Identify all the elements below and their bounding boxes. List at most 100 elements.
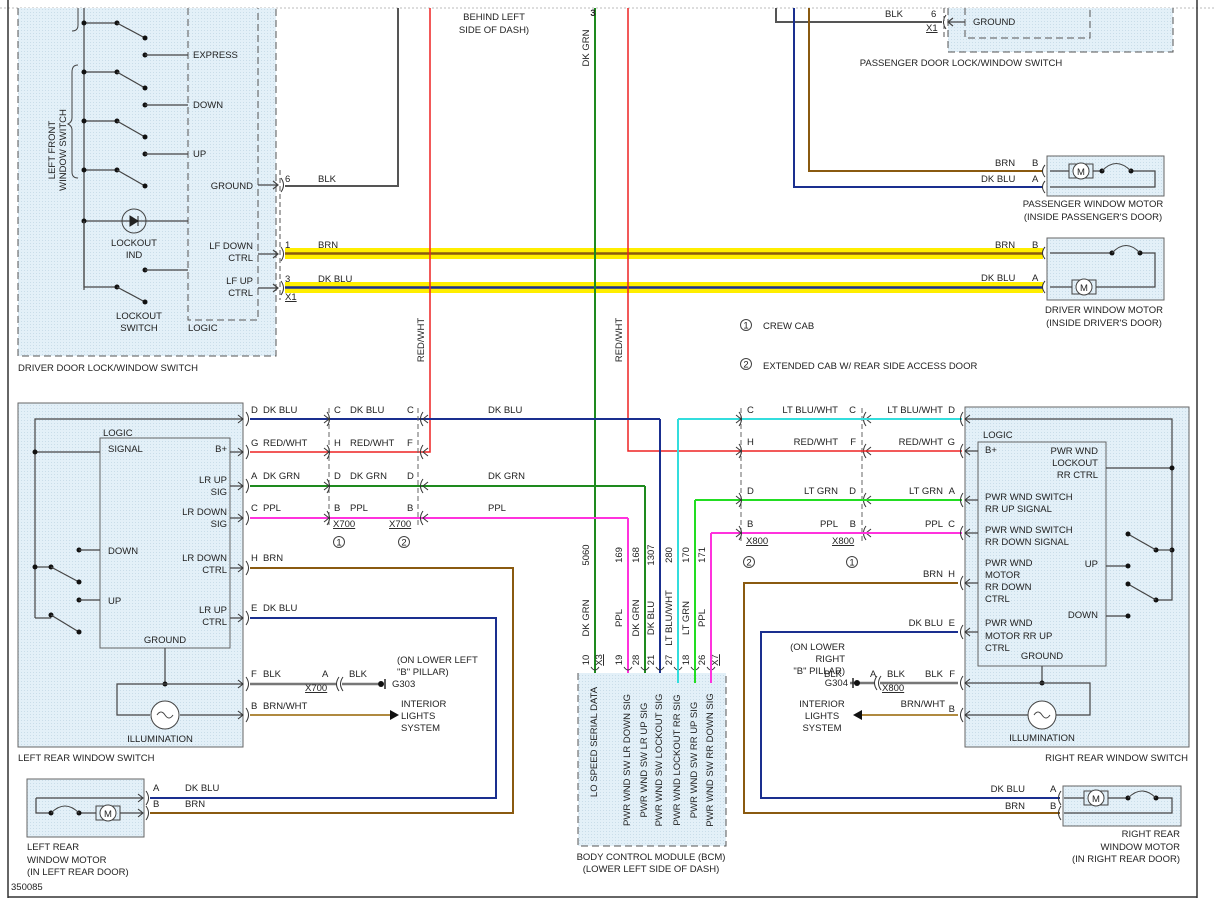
- lockout-ind-label-1: LOCKOUT: [111, 238, 157, 249]
- x800-ground-pin-a: A: [870, 669, 877, 680]
- lr-pin-b: B: [251, 701, 257, 712]
- rr-wire-dk-blu: DK BLU: [909, 618, 943, 629]
- dm-brn-label: BRN: [995, 240, 1015, 251]
- bcm-pin-number: 26: [697, 655, 708, 666]
- x700-label-ext: X700: [389, 519, 411, 530]
- bcm-pin-number: 10: [581, 655, 592, 666]
- driver-door-switch: LEFT FRONT WINDOW SWITCH EXPRESS DOWN UP…: [17, 8, 284, 374]
- x700-ext-pin-b: B: [407, 503, 413, 514]
- interior-right-2: LIGHTS: [805, 711, 839, 722]
- rr-up-label: UP: [1085, 559, 1098, 570]
- left-rear-window-switch: LOGIC SIGNAL B+ LR UP SIG LR DOWN SIG LR…: [17, 402, 249, 764]
- x700-ext-pin-d: D: [407, 471, 414, 482]
- interior-right-3: SYSTEM: [802, 723, 841, 734]
- rrm-pin-a: A: [1050, 784, 1057, 795]
- bcm-connector-label: X7: [710, 654, 721, 666]
- pin-1: 1: [285, 240, 290, 251]
- bcm-wire-color: LT BLU/WHT: [664, 590, 675, 646]
- bcm-wire-color: DK GRN: [581, 599, 592, 636]
- x700-wire-ppl: PPL: [350, 503, 368, 514]
- lockout-indicator-led-icon: [121, 208, 147, 234]
- rr-pin-f: F: [949, 669, 955, 680]
- rr-motor-up-3: CTRL: [985, 643, 1010, 654]
- rr-wire-brn-wht: BRN/WHT: [901, 699, 946, 710]
- bcm-wire-color: PPL: [697, 609, 708, 627]
- g304-blk-label-right: BLK: [887, 669, 906, 680]
- rr-down-sig-2: RR DOWN SIGNAL: [985, 537, 1069, 548]
- motor-icon: [99, 804, 117, 822]
- rr-motor-down-1: PWR WND: [985, 558, 1033, 569]
- lr-wire-dk-grn: DK GRN: [263, 471, 300, 482]
- pin-6: 6: [285, 174, 290, 185]
- bcm-wire-color: DK BLU: [646, 601, 657, 635]
- x800-wire-lt-grn: LT GRN: [804, 486, 838, 497]
- x700-ext-pin-c: C: [407, 405, 414, 416]
- wire-lr-brn-motor[interactable]: [150, 567, 514, 814]
- left-rear-switch-pins: D DK BLU G RED/WHT A DK GRN C PPL H BRN …: [251, 405, 308, 712]
- pm-pin-b: B: [1032, 158, 1038, 169]
- rr-lockout-1: PWR WND: [1051, 446, 1099, 457]
- rr-up-sig-1: PWR WND SWITCH: [985, 492, 1073, 503]
- rr-wire-red-wht: RED/WHT: [899, 437, 944, 448]
- passenger-blk-label: BLK: [885, 9, 904, 20]
- wire-rr-brn-motor[interactable]: [743, 582, 1060, 814]
- left-front-window-switch-label-1: LEFT FRONT: [47, 121, 58, 180]
- motor-symbol: M: [1080, 283, 1088, 294]
- lr-wire-blk: BLK: [263, 669, 282, 680]
- lockout-switch-label-1: LOCKOUT: [116, 311, 162, 322]
- lockout-switch-label-2: SWITCH: [120, 323, 158, 334]
- wire-blk-ground[interactable]: [285, 8, 399, 187]
- bcm-pin-terminal: [655, 666, 665, 671]
- g304-location-3: "B" PILLAR): [793, 666, 845, 677]
- rrm-dk-blu: DK BLU: [991, 784, 1025, 795]
- right-rear-switch-pins: D LT BLU/WHT G RED/WHT A LT GRN C PPL H …: [887, 405, 955, 715]
- rr-logic-label: LOGIC: [983, 430, 1013, 441]
- x800-wire-red-wht: RED/WHT: [794, 437, 839, 448]
- wire-rr-dk-blu-motor[interactable]: [760, 631, 1060, 799]
- red-wht-label-left: RED/WHT: [416, 318, 427, 363]
- rr-motor-down-4: CTRL: [985, 594, 1010, 605]
- lr-signal-label: SIGNAL: [108, 444, 143, 455]
- bcm-pin-number: 18: [681, 655, 692, 666]
- lrm-pin-a: A: [153, 783, 160, 794]
- x800-crew-pin-c: C: [849, 405, 856, 416]
- lr-up-label: UP: [108, 596, 121, 607]
- passenger-motor-title-2: (INSIDE PASSENGER'S DOOR): [1024, 212, 1162, 223]
- x700-wire-red-wht: RED/WHT: [350, 438, 395, 449]
- bcm-pin-terminal: [590, 666, 600, 671]
- rr-wire-ppl: PPL: [925, 519, 943, 530]
- passenger-ground-label: GROUND: [973, 17, 1015, 28]
- up-label: UP: [193, 149, 206, 160]
- rr-motor-up-2: MOTOR RR UP: [985, 631, 1052, 642]
- bcm-pin-number: 28: [631, 655, 642, 666]
- x700-crew-pin-c: C: [334, 405, 341, 416]
- wire-passenger-brn[interactable]: [808, 8, 1043, 172]
- passenger-connector-x1: X1: [926, 23, 938, 34]
- pm-pin-a: A: [1032, 174, 1039, 185]
- bcm-pin-number: 21: [646, 655, 657, 666]
- arrow-to-interior-lights-icon: [853, 710, 862, 720]
- g304-location-2: RIGHT: [815, 654, 845, 665]
- lr-wire-dk-blu: DK BLU: [263, 405, 297, 416]
- fourth-switch-contact: [81, 167, 148, 189]
- x700-far-ppl: PPL: [488, 503, 506, 514]
- x800-ext-note: 2: [746, 558, 751, 569]
- pin-3: 3: [285, 274, 290, 285]
- splice-note-2: SIDE OF DASH): [459, 25, 529, 36]
- x700-wire-dk-blu: DK BLU: [350, 405, 384, 416]
- driver-motor-title-1: DRIVER WINDOW MOTOR: [1045, 305, 1163, 316]
- driver-switch-title: DRIVER DOOR LOCK/WINDOW SWITCH: [18, 363, 198, 374]
- lr-illumination-label: ILLUMINATION: [127, 734, 193, 745]
- wire-passenger-blk[interactable]: [775, 8, 942, 23]
- rr-lockout-2: LOCKOUT: [1052, 458, 1098, 469]
- bcm-circuit-number: 168: [631, 547, 642, 563]
- wire-lr-dk-blu-motor[interactable]: [150, 617, 497, 799]
- wire-passenger-dk-blu[interactable]: [793, 8, 1043, 188]
- wire-red-wht-right[interactable]: [627, 8, 745, 452]
- legend-2-text: EXTENDED CAB W/ REAR SIDE ACCESS DOOR: [763, 361, 977, 372]
- circuit-breaker-icon: [50, 805, 80, 814]
- lr-up-ctrl-2: CTRL: [202, 617, 227, 628]
- arrow-to-interior-lights-icon: [390, 710, 399, 720]
- lr-pin-h: H: [251, 553, 258, 564]
- down-switch-contact: [81, 69, 188, 108]
